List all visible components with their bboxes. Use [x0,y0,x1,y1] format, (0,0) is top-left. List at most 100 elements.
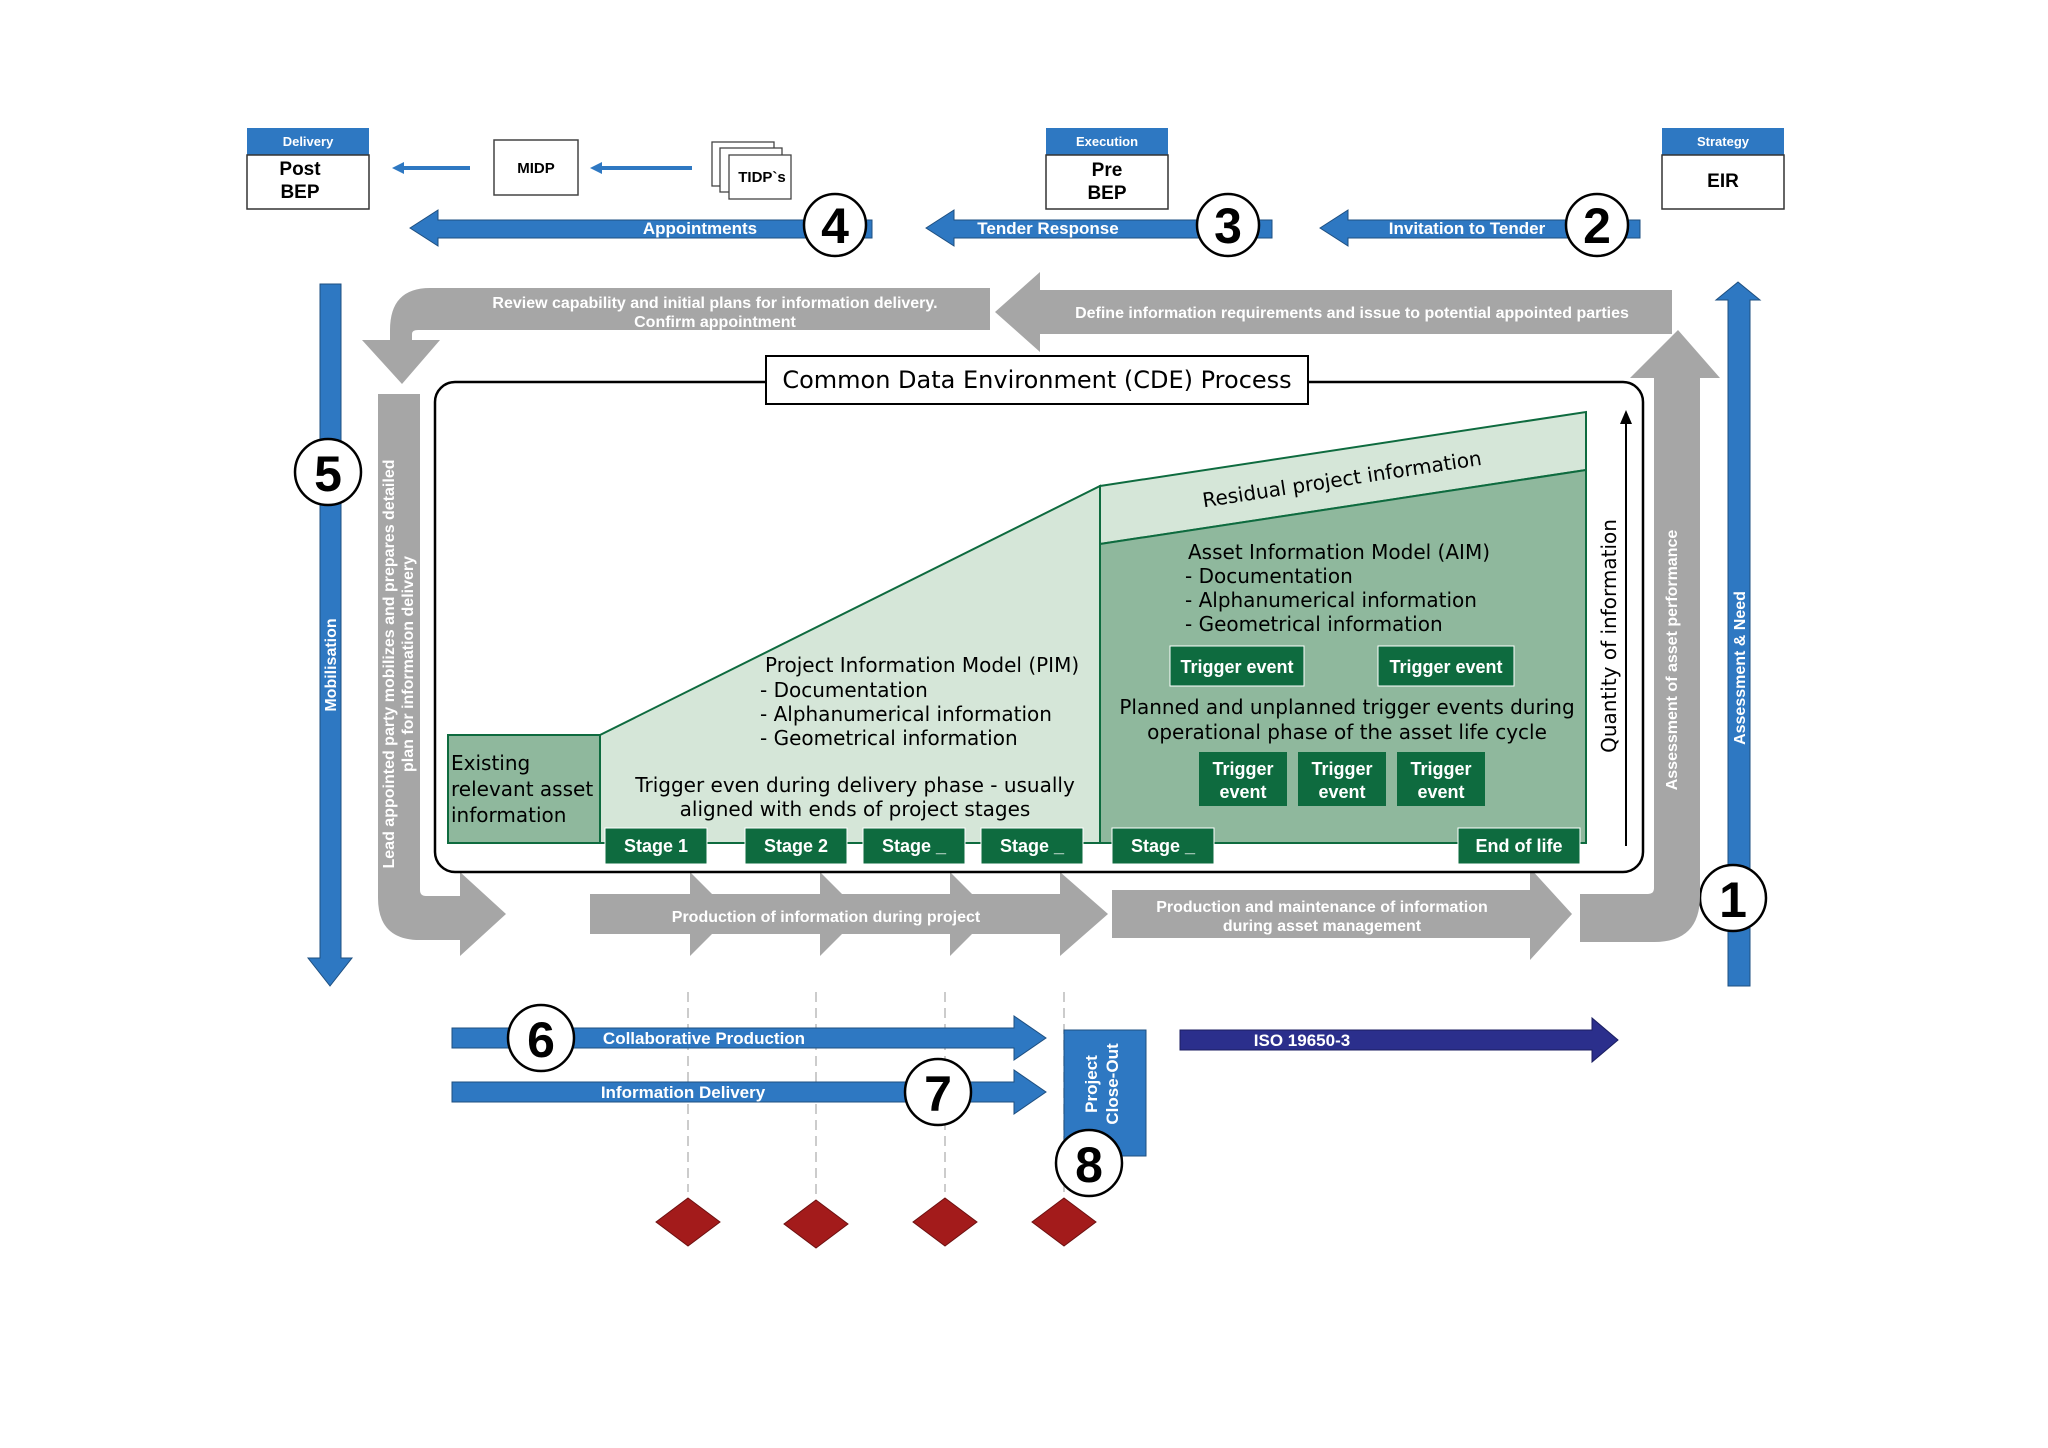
svg-text:2: 2 [1583,198,1611,254]
stage-3-box: Stage _ [862,827,966,865]
closeout-line1: Project [1082,1055,1101,1113]
tidp-label: TIDP`s [738,169,786,186]
review-grey-arrow: Review capability and initial plans for … [362,288,990,384]
milestone-diamonds [655,1197,1097,1249]
svg-text:6: 6 [527,1012,555,1068]
milestone-diamond [1031,1197,1097,1247]
small-arrow-2 [590,162,692,174]
assessment-need-label: Assessment & Need [1732,591,1749,745]
strategy-header: Strategy [1697,134,1750,149]
cde-title-box: Common Data Environment (CDE) Process [765,355,1309,405]
stage-1-box: Stage 1 [604,827,708,865]
svg-text:Stage _: Stage _ [1131,836,1196,856]
stage-4-box: Stage _ [980,827,1084,865]
aim-title: Asset Information Model (AIM) [1188,540,1490,564]
left-grey-arrow: Lead appointed party mobilizes and prepa… [378,394,506,956]
svg-text:event: event [1219,782,1266,802]
cde-title: Common Data Environment (CDE) Process [782,366,1291,394]
stage-2-box: Stage 2 [744,827,848,865]
pim-item2: - Alphanumerical information [760,702,1052,726]
midp-box: MIDP [493,139,579,196]
svg-text:End of life: End of life [1476,836,1563,856]
invitation-arrow: Invitation to Tender [1319,209,1641,247]
svg-text:7: 7 [924,1066,952,1122]
svg-text:5: 5 [314,446,342,502]
review-line2: Confirm appointment [634,314,796,331]
svg-text:Trigger: Trigger [1410,759,1471,779]
svg-text:event: event [1417,782,1464,802]
svg-text:Trigger event: Trigger event [1180,657,1293,677]
closeout-line2: Close-Out [1103,1043,1122,1125]
existing-line3: information [451,803,566,827]
quantity-axis: Quantity of information [1597,410,1632,846]
lead-line1: Lead appointed party mobilizes and prepa… [381,460,398,869]
small-arrow-1 [392,162,470,174]
number-6: 6 [506,1003,576,1073]
execution-header: Execution [1076,134,1138,149]
production-label: Production of information during project [672,909,981,926]
number-7: 7 [903,1057,973,1127]
svg-text:3: 3 [1214,198,1242,254]
mobilisation-label: Mobilisation [323,618,340,711]
aim-item1: - Documentation [1185,564,1353,588]
right-grey-arrow: Assessment of asset performance [1580,330,1720,942]
svg-text:event: event [1318,782,1365,802]
number-1: 1 [1698,863,1768,933]
trigger-event-box: Trigger event [1397,752,1485,806]
svg-text:1: 1 [1719,872,1747,928]
existing-line1: Existing [451,751,530,775]
delivery-header: Delivery [283,134,334,149]
maintenance-grey-arrow: Production and maintenance of informatio… [1112,868,1572,960]
information-delivery-arrow: Information Delivery [451,1069,1047,1115]
appointments-arrow: Appointments [409,209,873,247]
number-4: 4 [802,192,868,258]
trigger-event-box: Trigger event [1298,752,1386,806]
strategy-line1: EIR [1707,171,1739,192]
assessment-need-arrow: Assessment & Need [1714,281,1762,987]
pim-title: Project Information Model (PIM) [765,653,1079,677]
aim-area [1099,468,1587,844]
trigger-event-box: Trigger event [1169,645,1305,687]
tender-response-label: Tender Response [977,219,1118,238]
number-3: 3 [1195,192,1261,258]
milestone-diamond [655,1197,721,1247]
production-grey-arrows: Production of information during project [590,872,1108,956]
iso-label: ISO 19650-3 [1254,1031,1350,1050]
svg-text:4: 4 [821,198,849,254]
end-of-life-box: End of life [1457,827,1581,865]
invitation-label: Invitation to Tender [1389,219,1546,238]
quantity-label: Quantity of information [1597,519,1621,753]
information-delivery-label: Information Delivery [601,1083,766,1102]
pim-item3: - Geometrical information [760,726,1018,750]
appointments-label: Appointments [643,219,757,238]
milestone-diamond [912,1197,978,1247]
execution-line2: BEP [1087,183,1126,204]
svg-text:8: 8 [1075,1137,1103,1193]
svg-text:Stage 1: Stage 1 [624,836,688,856]
tidp-box: TIDP`s [711,141,792,200]
tender-response-arrow: Tender Response [925,209,1273,247]
aim-item3: - Geometrical information [1185,612,1443,636]
maintenance-line1: Production and maintenance of informatio… [1156,899,1488,916]
delivery-line1: Post [279,159,321,180]
collaborative-label: Collaborative Production [603,1029,805,1048]
assessment-performance-label: Assessment of asset performance [1664,530,1681,791]
stage-5-box: Stage _ [1111,827,1215,865]
pim-item1: - Documentation [760,678,928,702]
aim-planned-line1: Planned and unplanned trigger events dur… [1119,695,1574,719]
svg-text:Stage _: Stage _ [1000,836,1065,856]
midp-label: MIDP [517,160,555,177]
existing-block [447,734,601,844]
mobilisation-arrow: Mobilisation [306,283,354,987]
define-grey-arrow: Define information requirements and issu… [995,272,1672,352]
svg-text:Trigger: Trigger [1212,759,1273,779]
execution-box: Execution Pre BEP [1045,128,1169,210]
delivery-box: Delivery Post BEP [246,128,370,210]
existing-line2: relevant asset [451,777,593,801]
pim-trigger-line1: Trigger even during delivery phase - usu… [634,773,1075,797]
svg-text:Trigger: Trigger [1311,759,1372,779]
strategy-box: Strategy EIR [1661,128,1785,210]
aim-planned-line2: operational phase of the asset life cycl… [1147,720,1547,744]
execution-line1: Pre [1092,160,1123,181]
number-8: 8 [1054,1128,1124,1198]
